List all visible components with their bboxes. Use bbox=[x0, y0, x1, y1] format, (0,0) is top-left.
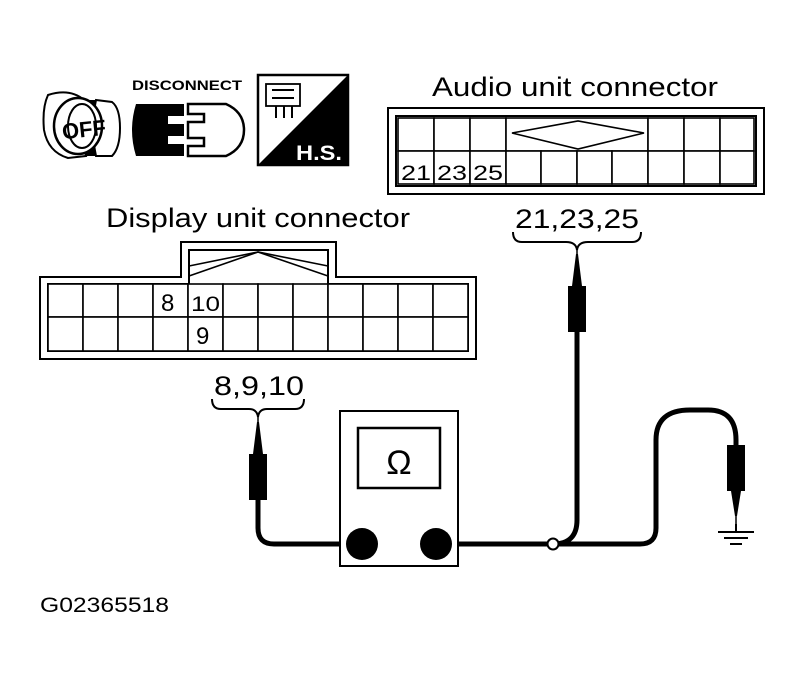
meter-terminal-left bbox=[346, 528, 378, 560]
audio-probe-wire bbox=[550, 329, 580, 547]
display-probe-wire bbox=[255, 497, 348, 547]
audio-terminal-23: 23 bbox=[437, 162, 467, 185]
harness-side-icon: H.S. bbox=[256, 73, 350, 167]
audio-terminal-21: 21 bbox=[401, 162, 431, 185]
display-brace bbox=[211, 398, 305, 418]
display-probe-label: 8,9,10 bbox=[214, 371, 304, 401]
harness-side-label: H.S. bbox=[296, 142, 342, 165]
audio-connector-title: Audio unit connector bbox=[432, 72, 718, 102]
connector-disconnect-icon: DISCONNECT bbox=[132, 77, 246, 158]
audio-probe-icon bbox=[568, 248, 586, 332]
ground-probe-icon bbox=[727, 445, 745, 524]
display-terminal-8: 8 bbox=[161, 290, 174, 317]
audio-brace bbox=[512, 231, 642, 251]
display-terminal-10: 10 bbox=[191, 293, 220, 316]
display-unit-connector: Display unit connector bbox=[39, 203, 477, 360]
ignition-off-label: OFF bbox=[61, 115, 107, 144]
ground-icon bbox=[718, 524, 754, 545]
audio-connector-cells bbox=[397, 117, 755, 185]
audio-probe-label: 21,23,25 bbox=[515, 204, 639, 234]
display-connector-cells bbox=[47, 283, 469, 352]
audio-unit-connector: Audio unit connector 21 23 25 bbox=[387, 72, 765, 195]
ignition-key-off-icon: OFF bbox=[42, 91, 122, 160]
display-terminal-9: 9 bbox=[196, 323, 209, 350]
figure-code: G02365518 bbox=[40, 594, 169, 617]
wire-junction bbox=[546, 537, 560, 551]
disconnect-label: DISCONNECT bbox=[132, 77, 243, 93]
meter-terminal-right bbox=[420, 528, 452, 560]
audio-terminal-25: 25 bbox=[473, 162, 503, 185]
display-probe-icon bbox=[249, 416, 267, 500]
display-connector-title: Display unit connector bbox=[106, 203, 410, 233]
ground-wire bbox=[450, 407, 739, 547]
ohm-symbol: Ω bbox=[386, 444, 411, 482]
ohmmeter-icon: Ω bbox=[339, 410, 459, 567]
